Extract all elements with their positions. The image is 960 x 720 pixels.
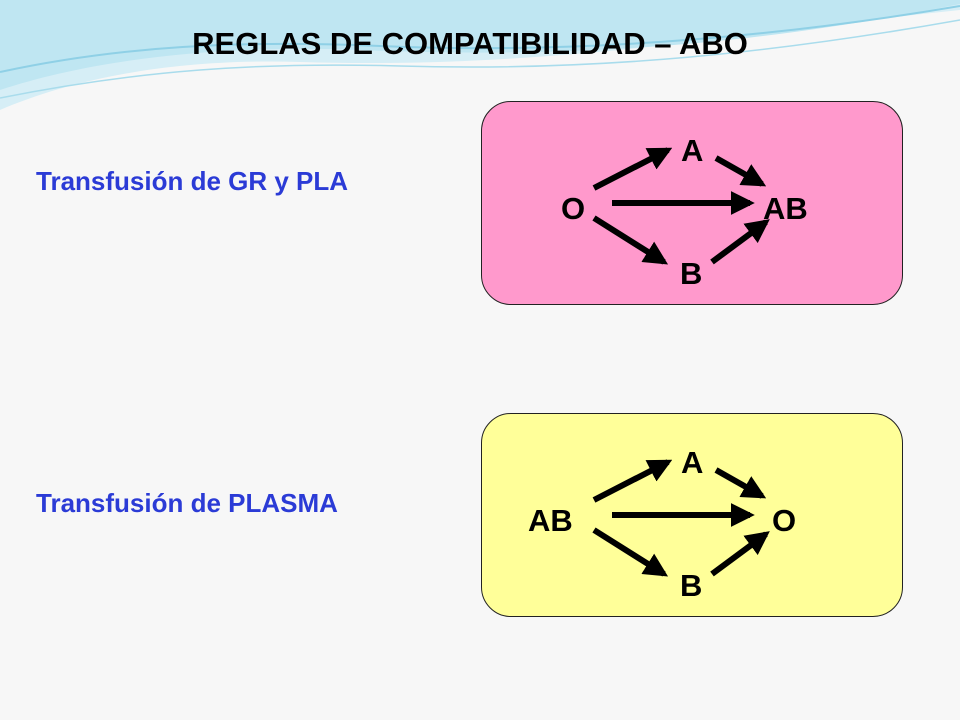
arrow-left-to-top bbox=[592, 459, 673, 503]
diagram-panel-plasma: AB A B O bbox=[481, 413, 903, 617]
arrow-top-to-right bbox=[714, 467, 767, 499]
label-plasma-transfusion: Transfusión de PLASMA bbox=[36, 488, 338, 518]
arrow-left-to-top bbox=[592, 147, 673, 191]
node-right: AB bbox=[763, 191, 808, 226]
node-left: O bbox=[561, 191, 586, 226]
node-right: O bbox=[772, 503, 797, 538]
node-bottom: B bbox=[680, 568, 703, 603]
node-top: A bbox=[681, 133, 704, 168]
node-left: AB bbox=[528, 503, 573, 538]
page-title: REGLAS DE COMPATIBILIDAD – ABO bbox=[192, 26, 748, 61]
arrow-left-to-bottom bbox=[592, 527, 669, 577]
node-bottom: B bbox=[680, 256, 703, 291]
label-rbc-transfusion: Transfusión de GR y PLA bbox=[36, 166, 349, 196]
arrow-left-to-bottom bbox=[592, 215, 669, 265]
arrows-plasma bbox=[592, 459, 770, 577]
header-wave-decoration bbox=[0, 0, 960, 110]
arrow-top-to-right bbox=[714, 155, 767, 187]
arrow-bottom-to-right bbox=[710, 219, 770, 265]
arrow-bottom-to-right bbox=[710, 531, 770, 577]
diagram-panel-rbc: O A B AB bbox=[481, 101, 903, 305]
arrows-rbc bbox=[592, 147, 770, 265]
node-top: A bbox=[681, 445, 704, 480]
